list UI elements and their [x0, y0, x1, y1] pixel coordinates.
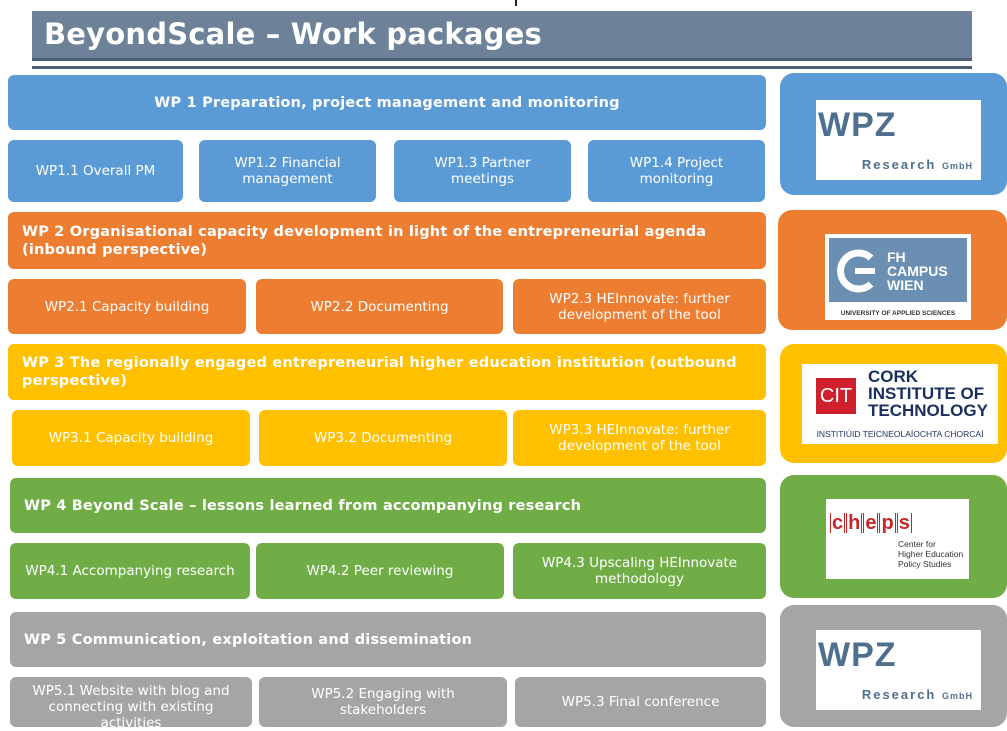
wp5-task-3: WP5.3 Final conference — [515, 677, 766, 727]
wp5-heading: WP 5 Communication, exploitation and dis… — [10, 612, 766, 667]
cheps-letter-c: c — [830, 512, 846, 534]
wp3-task-2: WP3.2 Documenting — [259, 410, 507, 466]
fh-logo-line-3: WIEN — [887, 277, 924, 293]
wp3-task-1: WP3.1 Capacity building — [12, 410, 250, 466]
wp1-partner-panel: WPZ Research GmbH — [780, 73, 1007, 195]
cit-logo: CIT CORK INSTITUTE OF TECHNOLOGY INSTITI… — [802, 364, 998, 444]
fh-logo-block: FH CAMPUS WIEN — [829, 238, 967, 302]
wpz-logo: WPZ Research GmbH — [816, 100, 981, 180]
fh-logo-text: FH CAMPUS WIEN — [887, 250, 948, 292]
wpz-logo-main: WPZ — [818, 106, 897, 144]
cheps-logo-sub: Center for Higher Education Policy Studi… — [898, 539, 963, 569]
wp1-task-2: WP1.2 Financial management — [199, 140, 376, 202]
wp4-task-1: WP4.1 Accompanying research — [10, 543, 250, 599]
wp5-task-1: WP5.1 Website with blog and connecting w… — [10, 677, 252, 731]
fh-logo-sub: UNIVERSITY OF APPLIED SCIENCES — [840, 310, 956, 317]
cheps-logo-word: c h e p s — [830, 513, 913, 533]
wp1-task-4: WP1.4 Project monitoring — [588, 140, 765, 202]
wp1-heading: WP 1 Preparation, project management and… — [8, 75, 766, 130]
fh-campus-logo: FH CAMPUS WIEN UNIVERSITY OF APPLIED SCI… — [825, 234, 971, 320]
cheps-logo: c h e p s Center for Higher Education Po… — [826, 499, 969, 579]
cit-logo-line-2: INSTITUTE OF — [868, 384, 985, 403]
cheps-letter-e: e — [863, 512, 879, 534]
wpz-logo-gmbh: GmbH — [942, 161, 973, 171]
wp4-heading: WP 4 Beyond Scale – lessons learned from… — [10, 478, 766, 533]
cit-logo-name: CORK INSTITUTE OF TECHNOLOGY — [868, 368, 988, 419]
title-underline — [32, 66, 972, 69]
cheps-sub-line-1: Center for — [898, 539, 936, 549]
cheps-sub-line-2: Higher Education — [898, 549, 964, 559]
wp2-partner-panel: FH CAMPUS WIEN UNIVERSITY OF APPLIED SCI… — [778, 210, 1007, 330]
fh-logo-line-2: CAMPUS — [887, 263, 948, 279]
cit-logo-line-3: TECHNOLOGY — [868, 401, 988, 420]
wpz-logo-sub: Research GmbH — [862, 157, 973, 172]
cit-logo-line-1: CORK — [868, 367, 919, 386]
wp1-task-1: WP1.1 Overall PM — [8, 140, 183, 202]
title-bar: BeyondScale – Work packages — [32, 11, 972, 61]
top-tick-mark — [515, 0, 517, 6]
wp1-task-3: WP1.3 Partner meetings — [394, 140, 571, 202]
page-title: BeyondScale – Work packages — [44, 17, 542, 51]
wp4-task-3: WP4.3 Upscaling HEInnovate methodology — [513, 543, 766, 599]
wp5-partner-panel: WPZ Research GmbH — [780, 605, 1007, 727]
cheps-letter-h: h — [846, 512, 863, 534]
wpz-logo-research: Research — [861, 157, 937, 172]
cheps-letter-s: s — [896, 512, 912, 534]
wpz-logo-2-research: Research — [861, 687, 937, 702]
fh-logo-mark-icon — [837, 249, 875, 293]
cheps-letter-p: p — [879, 512, 896, 534]
wp3-partner-panel: CIT CORK INSTITUTE OF TECHNOLOGY INSTITI… — [780, 344, 1007, 463]
wp4-task-2: WP4.2 Peer reviewing — [256, 543, 504, 599]
cit-logo-sub: INSTITIÚID TEICNEOLAÍOCHTA CHORCAÍ — [816, 429, 984, 439]
wpz-logo-2-sub: Research GmbH — [862, 687, 973, 702]
wpz-logo-2: WPZ Research GmbH — [816, 630, 981, 710]
wp5-task-2: WP5.2 Engaging with stakeholders — [259, 677, 507, 727]
wpz-logo-2-gmbh: GmbH — [942, 691, 973, 701]
wp3-heading: WP 3 The regionally engaged entrepreneur… — [8, 344, 766, 400]
cheps-sub-line-3: Policy Studies — [898, 559, 952, 569]
fh-logo-line-1: FH — [887, 249, 906, 265]
cit-logo-mark: CIT — [816, 378, 856, 414]
wpz-logo-2-main: WPZ — [818, 636, 897, 674]
wp2-task-2: WP2.2 Documenting — [256, 279, 503, 334]
wp2-task-1: WP2.1 Capacity building — [8, 279, 246, 334]
wp2-heading: WP 2 Organisational capacity development… — [8, 212, 766, 269]
wp3-task-3: WP3.3 HEInnovate: further development of… — [513, 410, 766, 466]
wp2-task-3: WP2.3 HEInnovate: further development of… — [513, 279, 766, 334]
wp4-partner-panel: c h e p s Center for Higher Education Po… — [780, 475, 1007, 598]
